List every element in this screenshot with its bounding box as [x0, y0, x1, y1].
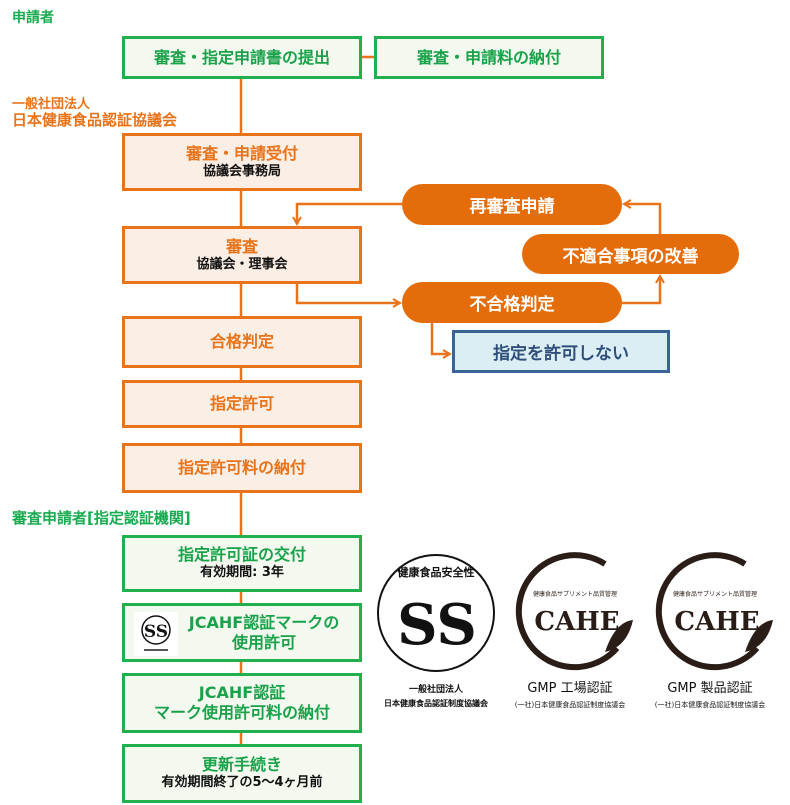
box-title: 指定許可証の交付 — [177, 545, 306, 565]
certificate-box: 指定許可証の交付 有効期間: 3年 — [122, 535, 362, 592]
box-title: 審査 — [225, 236, 258, 256]
box-title: JCAHF認証マークの — [188, 612, 340, 632]
ss-logo-caption2: 日本健康食品認証制度協議会 — [384, 699, 488, 708]
factory-caption2: (一社)日本健康食品認証制度協議会 — [514, 701, 626, 709]
box-title: 更新手続き — [201, 755, 282, 775]
jcahe-factory-logo: 健康食品サプリメント品質管理 CAHE — [515, 552, 633, 671]
box-title: 指定許可料の納付 — [177, 458, 306, 477]
product-caption2: (一社)日本健康食品認証制度協議会 — [654, 701, 766, 709]
fail-to-improve-arrow — [622, 276, 660, 305]
svg-text:SS: SS — [144, 622, 168, 642]
review-box: 審査 協議会・理事会 — [122, 226, 362, 284]
factory-caption1: GMP 工場認証 — [527, 681, 613, 696]
svg-text:健康食品安全性: 健康食品安全性 — [398, 565, 475, 579]
applicant-label: 申請者 — [12, 10, 54, 26]
product-caption1: GMP 製品認証 — [667, 681, 753, 696]
permit-fee-box: 指定許可料の納付 — [122, 443, 362, 493]
box-title: 審査・申請受付 — [185, 143, 298, 163]
box-sub: 有効期間: 3年 — [200, 565, 284, 581]
box-title: 審査・指定申請書の提出 — [153, 47, 330, 67]
designated-label: 審査申請者[指定認証機関] — [12, 509, 191, 527]
ss-mark-icon: SS — [134, 612, 178, 656]
svg-text:SS: SS — [397, 592, 477, 658]
reapply-to-review-arrow — [297, 202, 402, 224]
mark-fee-box: JCAHF認証 マーク使用許可料の納付 — [122, 673, 362, 733]
reapply-pill: 再審査申請 — [402, 184, 622, 225]
submit-application-box: 審査・指定申請書の提出 — [122, 36, 362, 79]
fee-payment-box: 審査・申請料の納付 — [374, 36, 604, 79]
svg-text:CAHE: CAHE — [534, 607, 619, 637]
box-sub: 有効期間終了の5～4ヶ月前 — [161, 775, 323, 791]
jcahe-product-logo: 健康食品サプリメント品質管理 CAHE — [655, 552, 773, 671]
fail-pill: 不合格判定 — [402, 282, 622, 323]
svg-text:健康食品サプリメント品質管理: 健康食品サプリメント品質管理 — [673, 590, 757, 598]
review-to-fail-arrow — [295, 284, 400, 303]
box-title: 指定許可 — [209, 394, 274, 413]
not-permitted-box: 指定を許可しない — [452, 330, 670, 373]
box-title: 合格判定 — [209, 332, 274, 351]
box-title-line2: マーク使用許可料の納付 — [153, 703, 330, 722]
svg-text:健康食品サプリメント品質管理: 健康食品サプリメント品質管理 — [533, 590, 617, 598]
pass-box: 合格判定 — [122, 316, 362, 368]
box-title: 審査・申請料の納付 — [416, 47, 561, 67]
receipt-box: 審査・申請受付 協議会事務局 — [122, 133, 362, 191]
improve-pill: 不適合事項の改善 — [522, 234, 739, 274]
org-label-line1: 一般社団法人 — [12, 97, 91, 112]
box-sub: 協議会・理事会 — [196, 256, 288, 272]
box-sub: 協議会事務局 — [202, 163, 281, 179]
permit-box: 指定許可 — [122, 380, 362, 428]
fail-to-notpermitted-arrow — [430, 323, 450, 354]
org-label-line2: 日本健康食品認証協議会 — [12, 111, 178, 129]
svg-text:CAHE: CAHE — [674, 607, 759, 637]
renewal-box: 更新手続き 有効期間終了の5～4ヶ月前 — [122, 744, 362, 803]
box-title-line2: 使用許可 — [231, 632, 296, 652]
ss-certification-logo: 健康食品安全性 SS — [377, 554, 495, 672]
mark-use-box: SS JCAHF認証マークの 使用許可 — [122, 603, 362, 662]
ss-logo-caption1: 一般社団法人 — [408, 685, 463, 695]
improve-to-reapply-arrow — [624, 204, 662, 234]
box-title: JCAHF認証 — [198, 683, 286, 702]
